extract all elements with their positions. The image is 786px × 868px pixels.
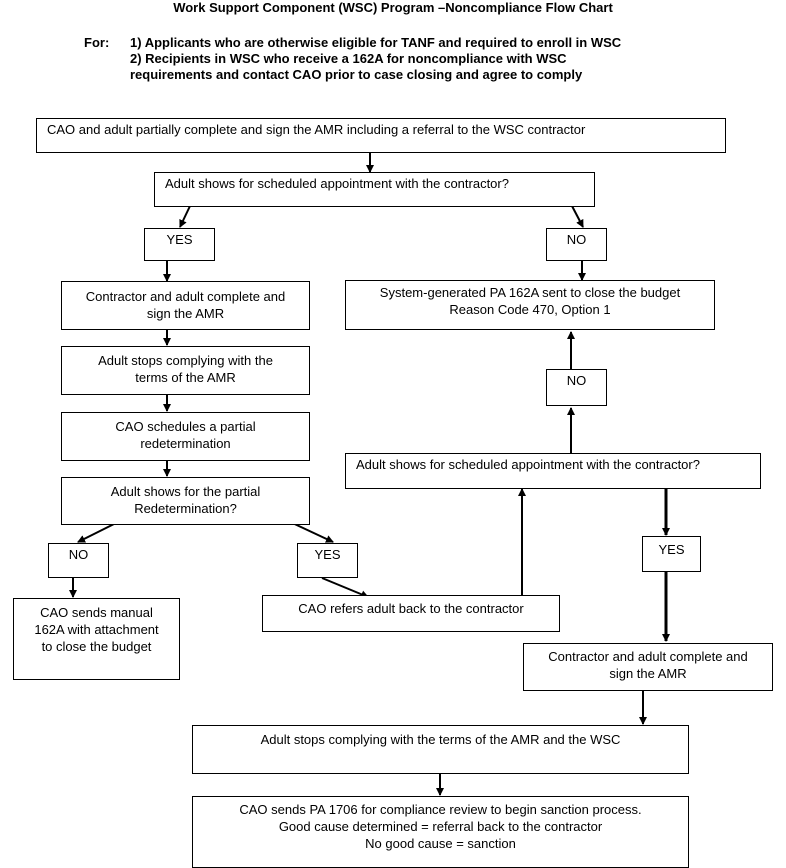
question-text: Adult shows for the partial Redeterminat… <box>110 484 261 516</box>
yes-box-1: YES <box>144 228 215 261</box>
no-label: NO <box>566 232 587 247</box>
question-contractor-appointment-2: Adult shows for scheduled appointment wi… <box>345 453 761 489</box>
contractor-sign-text: Contractor and adult complete and sign t… <box>548 649 748 681</box>
for-list: 1) Applicants who are otherwise eligible… <box>130 35 621 83</box>
stops-complying-box-1: Adult stops complying with the terms of … <box>61 346 310 395</box>
arrow-q1-to-no1 <box>571 205 584 228</box>
manual-162a-text: CAO sends manual 162A with attachment to… <box>34 605 159 654</box>
no-label: NO <box>566 373 587 388</box>
stops-complying-box-2: Adult stops complying with the terms of … <box>192 725 689 774</box>
yes-box-2: YES <box>642 536 701 572</box>
question-text: Adult shows for scheduled appointment wi… <box>356 457 700 472</box>
refer-back-box: CAO refers adult back to the contractor <box>262 595 560 632</box>
yes-label: YES <box>658 542 685 557</box>
partial-redetermination-box: CAO schedules a partial redetermination <box>61 412 310 461</box>
for-item-2-continued: requirements and contact CAO prior to ca… <box>130 67 583 82</box>
yes-box-3: YES <box>297 543 358 578</box>
start-text: CAO and adult partially complete and sig… <box>47 122 586 137</box>
partial-redetermination-text: CAO schedules a partial redetermination <box>115 419 256 451</box>
no-box-3: NO <box>48 543 109 578</box>
question-text: Adult shows for scheduled appointment wi… <box>165 176 509 191</box>
no-box-2: NO <box>546 369 607 406</box>
no-box-1: NO <box>546 228 607 261</box>
contractor-sign-amr-box-1: Contractor and adult complete and sign t… <box>61 281 310 330</box>
for-label: For: <box>84 35 110 50</box>
stops-complying-text: Adult stops complying with the terms of … <box>98 353 273 385</box>
system-162a-box: System-generated PA 162A sent to close t… <box>345 280 715 330</box>
manual-162a-box: CAO sends manual 162A with attachment to… <box>13 598 180 680</box>
stops-complying-text: Adult stops complying with the terms of … <box>260 732 621 747</box>
refer-back-text: CAO refers adult back to the contractor <box>298 601 524 616</box>
arrow-q1-to-yes1 <box>179 205 191 228</box>
for-item-2: 2) Recipients in WSC who receive a 162A … <box>130 51 567 66</box>
yes-label: YES <box>166 232 193 247</box>
question-contractor-appointment-1: Adult shows for scheduled appointment wi… <box>154 172 595 207</box>
contractor-sign-text: Contractor and adult complete and sign t… <box>85 289 286 321</box>
chart-title: Work Support Component (WSC) Program –No… <box>173 0 613 15</box>
sanction-process-box: CAO sends PA 1706 for compliance review … <box>192 796 689 868</box>
contractor-sign-amr-box-2: Contractor and adult complete and sign t… <box>523 643 773 691</box>
sanction-process-text: CAO sends PA 1706 for compliance review … <box>239 802 642 851</box>
start-box: CAO and adult partially complete and sig… <box>36 118 726 153</box>
no-label: NO <box>68 547 89 562</box>
for-item-1: 1) Applicants who are otherwise eligible… <box>130 35 622 50</box>
yes-label: YES <box>314 547 341 562</box>
system-162a-text: System-generated PA 162A sent to close t… <box>379 285 681 317</box>
arrow-yes3-to-refer <box>321 577 369 599</box>
question-partial-redetermination: Adult shows for the partial Redeterminat… <box>61 477 310 525</box>
